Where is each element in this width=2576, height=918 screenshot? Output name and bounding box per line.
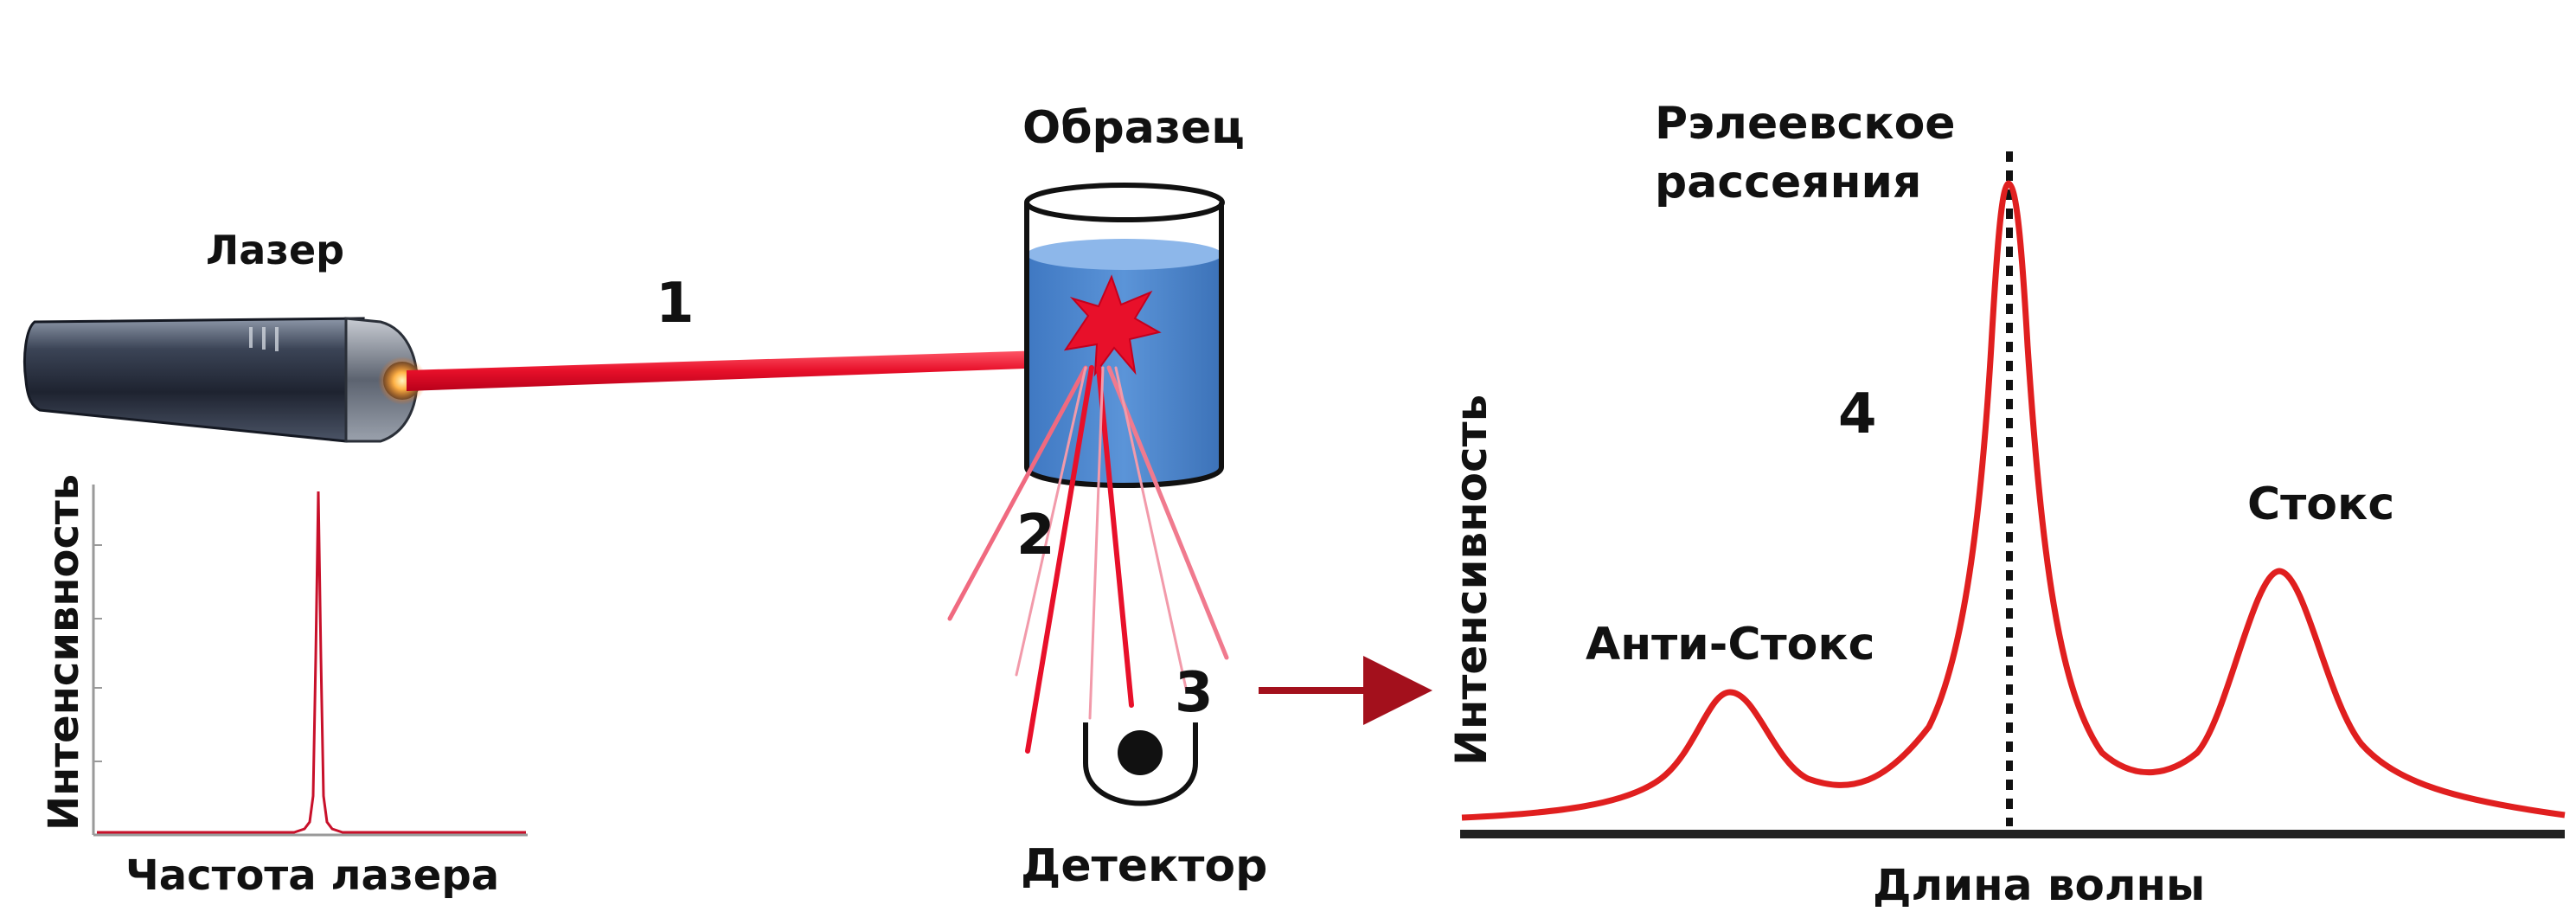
- detector-housing: [1083, 722, 1198, 806]
- laser-beam: [407, 350, 1073, 391]
- laser-spectrum-line: [97, 491, 526, 834]
- sample-cuvette: [1024, 183, 1225, 488]
- sample-label: Образец: [1022, 102, 1245, 154]
- stokes-label: Стокс: [2247, 478, 2394, 530]
- laser-grip-lines: [249, 327, 279, 351]
- scattering-burst: [1063, 274, 1162, 377]
- cuvette-rim: [1024, 183, 1225, 222]
- detector-sensor: [1118, 730, 1163, 775]
- raman-spectrum-line: [1461, 180, 2566, 821]
- step-number-1: 1: [656, 272, 695, 336]
- rayleigh-label-line2: рассеяния: [1655, 157, 1921, 209]
- laser-spectrum-xlabel: Частота лазера: [125, 851, 499, 900]
- liquid: [1027, 254, 1221, 485]
- step-number-4: 4: [1838, 382, 1877, 446]
- raman-spectrum-ylabel: Интенсивность: [1446, 395, 1496, 766]
- detector-label: Детектор: [1021, 840, 1267, 892]
- laser-spectrum-ylabel: Интенсивность: [40, 474, 88, 831]
- laser-glow: [378, 356, 426, 405]
- laser: [22, 317, 426, 443]
- scattered-rays: [947, 365, 1229, 754]
- detector: [1083, 722, 1198, 806]
- laser-spectrum-y-ticks: [93, 544, 102, 762]
- liquid-surface: [1027, 239, 1222, 270]
- rayleigh-label-line1: Рэлеевское: [1655, 98, 1956, 150]
- laser-label: Лазер: [206, 227, 344, 273]
- laser-body: [22, 317, 365, 443]
- anti-stokes-label: Анти-Стокс: [1586, 619, 1874, 671]
- step-number-2: 2: [1016, 504, 1055, 568]
- laser-spectrum-chart: Интенсивность Частота лазера: [40, 474, 528, 900]
- step-number-3: 3: [1175, 661, 1214, 725]
- cuvette-outline: [1024, 202, 1224, 488]
- raman-spectrum-chart: Интенсивность Длина волны: [1446, 151, 2566, 910]
- raman-spectrum-xlabel: Длина волны: [1873, 860, 2205, 910]
